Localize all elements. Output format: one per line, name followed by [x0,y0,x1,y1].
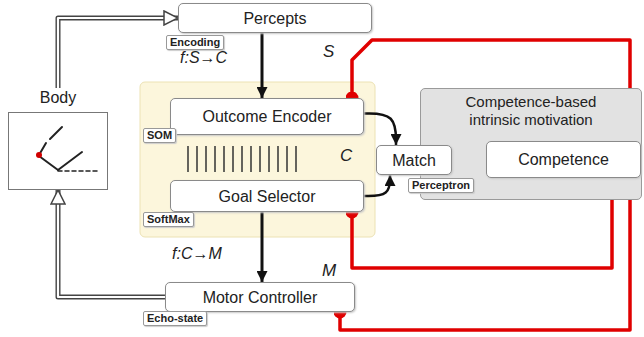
node-text: Competence-based intrinsic motivation [456,93,606,129]
flow-arrow [364,175,390,196]
arrow-path [261,212,264,282]
modulation-line [352,200,612,268]
node-text: Outcome Encoder [203,107,332,126]
arrow-path [364,114,396,146]
arrow-path [261,33,264,98]
node-text: Goal Selector [219,187,316,206]
node-text: Percepts [243,9,306,28]
process-box: Match [376,145,452,175]
arrow-core [58,18,178,88]
process-box: Goal Selector [170,180,364,212]
flow-arrow [58,190,165,297]
arrow-core [58,190,165,297]
node-text: Motor Controller [203,288,318,307]
flow-arrow [262,33,263,98]
body-panel: Body [8,88,108,190]
body-figure [36,127,100,171]
process-box: Competence [486,141,641,178]
arrow-outline [58,190,165,297]
space-symbol: S [323,42,334,62]
arrow-path [364,175,390,196]
module-tag: SOM [143,128,176,143]
modulation-line [340,200,630,330]
modulation-path [352,200,612,268]
process-box: Outcome Encoder [170,98,364,135]
modulation-path [340,200,630,330]
module-tag: Echo-state [143,311,207,326]
arrow-outline [58,18,178,88]
space-symbol: C [340,146,352,166]
code-region [140,82,375,237]
mapping-label: f:C→M [172,245,222,263]
node-text: Body [38,88,78,107]
process-box: Motor Controller [165,282,355,312]
node-text: Competence [518,150,609,169]
node-text: Match [392,151,436,170]
process-box: Percepts [178,3,372,33]
body-frame [8,112,108,190]
neuron-stripes [188,146,296,172]
flow-arrow [262,212,263,282]
flow-arrow [58,18,178,88]
module-tag: Encoding [166,35,224,50]
mapping-label: f:S→C [180,49,227,67]
flow-arrow [364,114,396,146]
space-symbol: M [322,261,336,281]
module-tag: Perceptron [408,178,474,193]
module-tag: SoftMax [143,212,194,227]
